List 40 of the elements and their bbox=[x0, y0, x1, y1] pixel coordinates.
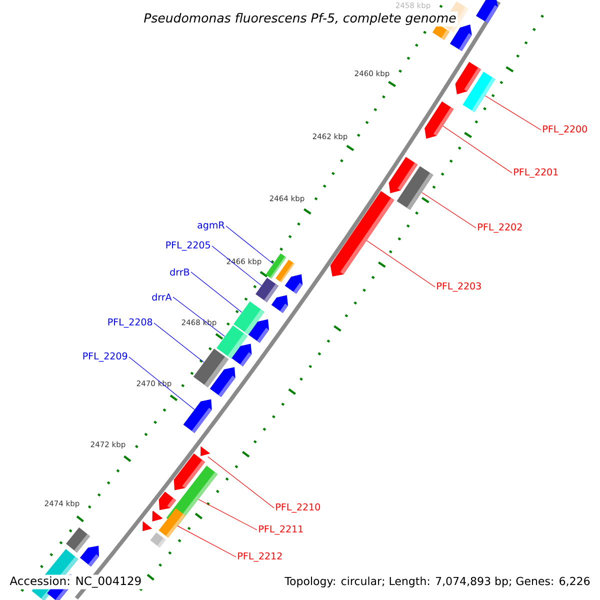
gene-label: PFL_2203 bbox=[437, 282, 481, 292]
leader-line bbox=[190, 272, 242, 313]
gene-label: PFL_2210 bbox=[276, 503, 320, 513]
leader-line bbox=[172, 296, 225, 337]
gene-label: PFL_2209 bbox=[83, 352, 128, 362]
title: Pseudomonas fluorescens Pf-5, complete genome bbox=[142, 11, 458, 27]
gene-block bbox=[462, 72, 496, 112]
gene-label: drrB bbox=[170, 268, 190, 276]
leader-line bbox=[226, 226, 274, 264]
gene-label: PFL_2212 bbox=[238, 552, 282, 562]
footer-text: Topology: circular; Length: 7,074,893 bp; Genes: 6,226 bbox=[283, 575, 592, 589]
gene-label: PFL_2202 bbox=[478, 223, 522, 233]
gene-block bbox=[200, 446, 210, 456]
gene-label: PFL_2201 bbox=[514, 168, 558, 178]
gene-block bbox=[158, 508, 186, 538]
leader-line bbox=[177, 526, 236, 558]
gene-label: drrA bbox=[152, 293, 172, 301]
leader-line bbox=[208, 456, 274, 508]
gene-label: PFL_2208 bbox=[108, 318, 152, 328]
gene-block bbox=[330, 191, 394, 276]
gene-block bbox=[216, 325, 248, 359]
gene-block bbox=[266, 253, 286, 279]
leader-line bbox=[128, 356, 195, 410]
gene-block bbox=[193, 348, 229, 388]
leader-line bbox=[212, 246, 262, 286]
leader-line bbox=[198, 499, 258, 530]
leader-line bbox=[442, 126, 512, 174]
gene-block bbox=[234, 301, 264, 335]
leader-line bbox=[366, 240, 436, 288]
gene-label: PFL_2205 bbox=[166, 241, 210, 251]
gene-block bbox=[424, 101, 454, 139]
footer-text: Accession: NC_004129 bbox=[8, 574, 144, 590]
gene-block bbox=[396, 166, 434, 210]
leader-line bbox=[154, 322, 204, 363]
gene-label: PFL_2211 bbox=[259, 525, 303, 535]
gene-block bbox=[183, 399, 212, 433]
gene-block bbox=[256, 278, 278, 302]
gene-label: PFL_2200 bbox=[543, 125, 587, 135]
leader-line bbox=[422, 192, 476, 228]
gene-label: agmR bbox=[198, 222, 225, 230]
